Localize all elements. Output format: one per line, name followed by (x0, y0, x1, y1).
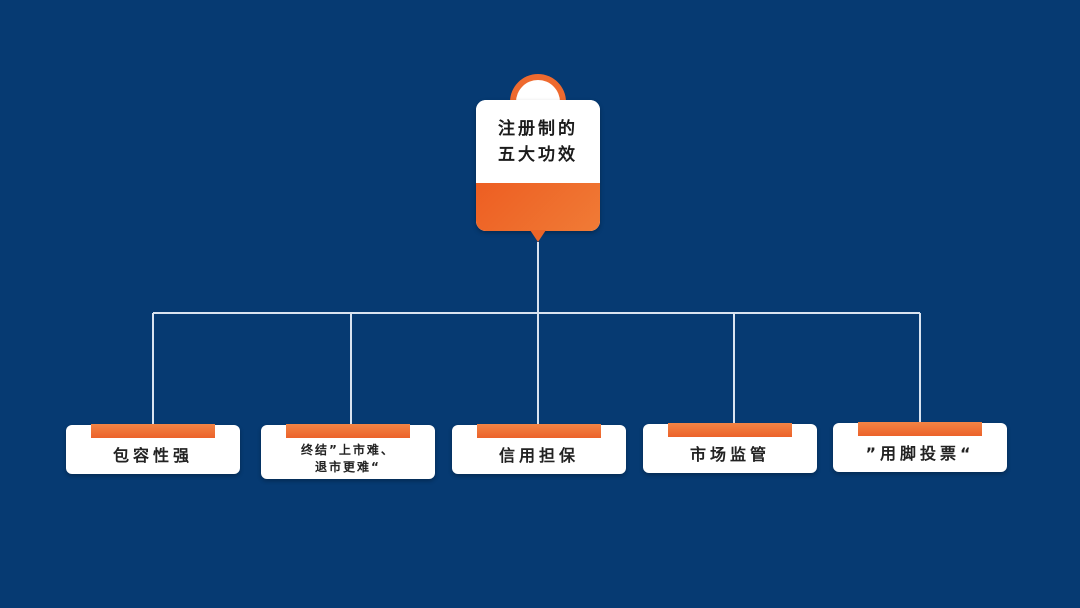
root-pointer (530, 230, 546, 242)
branch-label-4: 市场监管 (689, 445, 770, 464)
branch-label-5: ”用脚投票“ (865, 444, 975, 463)
branch-card-2: 终结”上市难、 退市更难“ (261, 424, 435, 479)
root-card: 注册制的 五大功效 (476, 100, 600, 231)
branch-card-accent-3 (477, 424, 601, 438)
root-card-accent (476, 183, 600, 231)
root-title: 注册制的 五大功效 (498, 118, 578, 165)
branch-card-accent-2 (286, 424, 410, 438)
root-card-top: 注册制的 五大功效 (476, 100, 600, 183)
branch-label-2: 终结”上市难、 退市更难“ (301, 442, 395, 474)
branch-card-accent-5 (858, 422, 982, 436)
branch-card-accent-1 (91, 424, 215, 438)
branch-card-3: 信用担保 (452, 424, 626, 474)
branch-card-accent-4 (668, 423, 792, 437)
branch-card-5: ”用脚投票“ (833, 422, 1007, 472)
branch-label-1: 包容性强 (112, 446, 193, 465)
branch-label-3: 信用担保 (498, 446, 579, 465)
branch-card-1: 包容性强 (66, 424, 240, 474)
branch-card-4: 市场监管 (643, 423, 817, 473)
